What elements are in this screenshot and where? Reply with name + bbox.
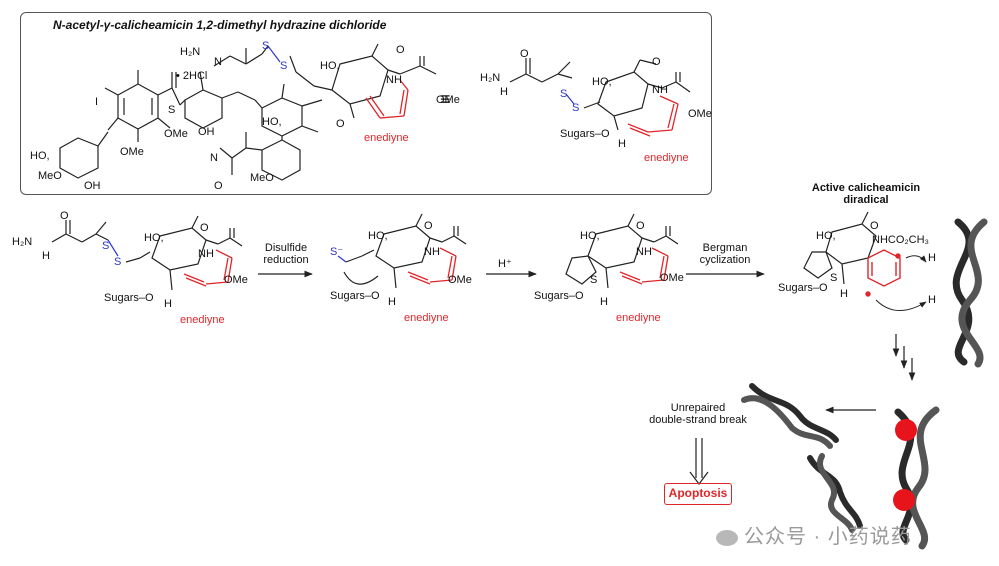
ho-label-row1: HO,: [144, 232, 164, 244]
s-label-row3: S: [590, 274, 598, 286]
o-label-acetyl: O: [214, 180, 223, 192]
sugars-o-label-row2: Sugars–O: [330, 290, 380, 302]
h-label-dna-2: H: [928, 294, 936, 306]
ho-label-row3: HO,: [580, 230, 600, 242]
o-label-box-core: O: [396, 44, 405, 56]
s-label-aryl: S: [168, 104, 176, 116]
nh-label-box: N: [214, 56, 222, 68]
apoptosis-box: Apoptosis: [664, 483, 732, 505]
step3-label: Bergman cyclization: [699, 242, 751, 266]
dna-damage-site-2: [893, 489, 915, 511]
oh-label-sugar: OH: [84, 180, 101, 192]
diradical-structure: [803, 211, 877, 285]
nh-label-row1: NH: [198, 248, 214, 260]
h-label-diradical: H: [840, 288, 848, 300]
benzene-diradical: [865, 249, 901, 297]
step1-label: Disulfide reduction: [263, 242, 309, 266]
o-label-diradical: O: [870, 220, 879, 232]
ho-label-box: HO,: [320, 60, 340, 72]
meo-label-lower: MeO: [250, 172, 274, 184]
hcl-label: • 2HCl: [176, 70, 208, 82]
dna-damage-site-1: [895, 419, 917, 441]
nh-label-simple: NH: [652, 84, 668, 96]
h2n-label-box: H₂N: [180, 46, 201, 58]
s-label-2: S: [280, 60, 288, 72]
dna-broken-fragment-2: [807, 453, 863, 533]
dna-broken-fragment-1: [741, 383, 839, 449]
dna-helix-top: [952, 218, 988, 368]
ome-label-row2: OMe: [448, 274, 472, 286]
ho-label-row2: HO,: [368, 230, 388, 242]
n-label-box: N: [210, 152, 218, 164]
nh-label-row2: NH: [424, 246, 440, 258]
ho-label-sugar: HO,: [30, 150, 50, 162]
row-structure-3: [565, 213, 679, 289]
diradical-title: Active calicheamicin diradical: [811, 182, 921, 206]
s-label-1: S: [262, 40, 270, 52]
enediyne-label-row1: enediyne: [180, 314, 225, 326]
sugars-o-label-row1: Sugars–O: [104, 292, 154, 304]
ome-label-row1: OMe: [224, 274, 248, 286]
o-label-row1: O: [60, 210, 69, 222]
h-label-simple-2: H: [618, 138, 626, 150]
equivalence-symbol: ≡: [440, 89, 451, 109]
o-label-core-box: O: [336, 118, 345, 130]
ome-label-aryl-2: OMe: [120, 146, 144, 158]
nh-label-row3: NH: [636, 246, 652, 258]
o-label-row2: O: [424, 220, 433, 232]
enediyne-label-box1: enediyne: [364, 132, 409, 144]
ome-label-simple: OMe: [688, 108, 712, 120]
h-label-row1-2: H: [164, 298, 172, 310]
enediyne-label-row3: enediyne: [616, 312, 661, 324]
s-label-simple-2: S: [572, 102, 580, 114]
calicheamicin-simplified-structure: [509, 58, 691, 131]
h2n-label-simple: H₂N: [480, 72, 501, 84]
nh-label-box-core: NH: [386, 74, 402, 86]
s-label-row1-2: S: [114, 256, 122, 268]
s-label-row1-1: S: [102, 240, 110, 252]
o-label-row1-ketone: O: [200, 222, 209, 234]
wechat-icon: [716, 529, 738, 546]
row-structure-2: [343, 213, 467, 289]
o-label-simple: O: [520, 48, 529, 60]
row-structure-1: [51, 215, 243, 291]
s-label-diradical: S: [830, 272, 838, 284]
nhco2ch3-label: NHCO₂CH₃: [872, 234, 930, 246]
step2-label: H⁺: [498, 258, 512, 270]
watermark: 公众号 · 小药说药: [716, 520, 912, 549]
ome-label-aryl: OMe: [164, 128, 188, 140]
meo-label-sugar: MeO: [38, 170, 62, 182]
ho-label-amino: HO,: [262, 116, 282, 128]
o-label-simple-ketone: O: [652, 56, 661, 68]
break-label: Unrepaired double-strand break: [649, 402, 747, 426]
h-label-dna-1: H: [928, 252, 936, 264]
structure-box: [20, 12, 712, 195]
h-label-row1: H: [42, 250, 50, 262]
box-title: N-acetyl-γ-calicheamicin 1,2-dimethyl hy…: [53, 18, 387, 32]
s-minus-label: S⁻: [330, 246, 344, 258]
o-label-row3: O: [636, 220, 645, 232]
ho-label-simple: HO,: [592, 76, 612, 88]
h2n-label-row1: H₂N: [12, 236, 33, 248]
ome-label-box-core: OMe: [436, 94, 460, 106]
h-label-simple: H: [500, 86, 508, 98]
enediyne-label-box2: enediyne: [644, 152, 689, 164]
sugars-o-label-diradical: Sugars–O: [778, 282, 828, 294]
oh-label-thio: OH: [198, 126, 215, 138]
sugars-o-label-row3: Sugars–O: [534, 290, 584, 302]
i-label: I: [95, 96, 99, 108]
h-label-row2: H: [388, 296, 396, 308]
ome-label-row3: OMe: [660, 272, 684, 284]
ho-label-diradical: HO,: [816, 230, 836, 242]
sugars-o-label-simple: Sugars–O: [560, 128, 610, 140]
s-label-simple-1: S: [560, 88, 568, 100]
enediyne-ring-red: [365, 79, 409, 119]
calicheamicin-full-structure: [59, 43, 437, 181]
h-label-row3: H: [600, 296, 608, 308]
enediyne-label-row2: enediyne: [404, 312, 449, 324]
